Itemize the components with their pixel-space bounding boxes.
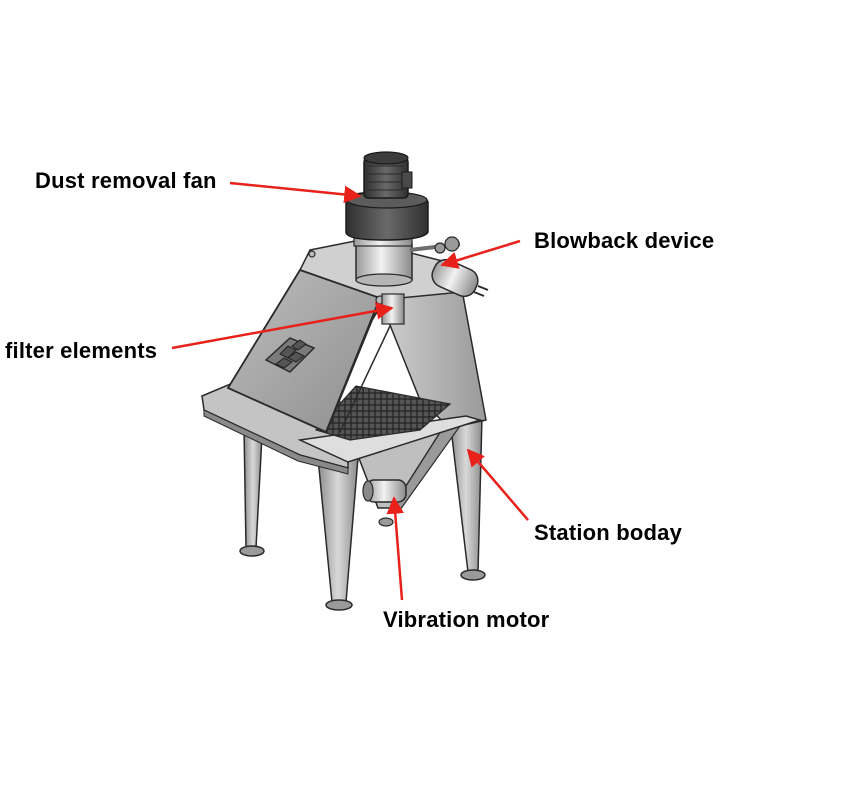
- window-pane: [291, 339, 307, 351]
- pulse-valve: [444, 236, 460, 252]
- dust-removal-fan: [345, 151, 429, 247]
- leg-front-right: [449, 415, 483, 573]
- pulse-valve: [434, 242, 446, 254]
- arrow-blowback: [440, 239, 521, 269]
- label-filter-elements: filter elements: [5, 338, 158, 363]
- station-legs: [239, 415, 486, 611]
- hood-hinge-strut: [339, 325, 391, 433]
- leg-foot: [239, 545, 265, 557]
- label-dust-removal-fan: Dust removal fan: [35, 168, 217, 193]
- vibration-motor: [362, 479, 407, 503]
- arrow-filter: [171, 302, 394, 350]
- callout-arrows: [171, 181, 529, 601]
- arrow-station: [466, 448, 529, 521]
- filter-element: [355, 243, 413, 325]
- leg-foot: [325, 599, 353, 611]
- blowback-device: [409, 236, 489, 298]
- leg-foot: [378, 517, 394, 527]
- label-blowback-device: Blowback device: [534, 228, 715, 253]
- label-station-body: Station boday: [534, 520, 683, 545]
- air-tank: [431, 258, 479, 298]
- arrow-fan: [229, 181, 362, 204]
- label-vibration-motor: Vibration motor: [383, 607, 550, 632]
- leg-foot: [460, 569, 486, 581]
- arrow-vibration: [386, 496, 404, 601]
- leg-front-left: [317, 457, 359, 603]
- leg-rear-left: [243, 426, 263, 549]
- window-pane: [275, 357, 293, 369]
- window-pane: [279, 345, 297, 359]
- grate-floor: [314, 385, 452, 441]
- window-pane: [287, 351, 305, 363]
- hood-hinge: [308, 250, 316, 258]
